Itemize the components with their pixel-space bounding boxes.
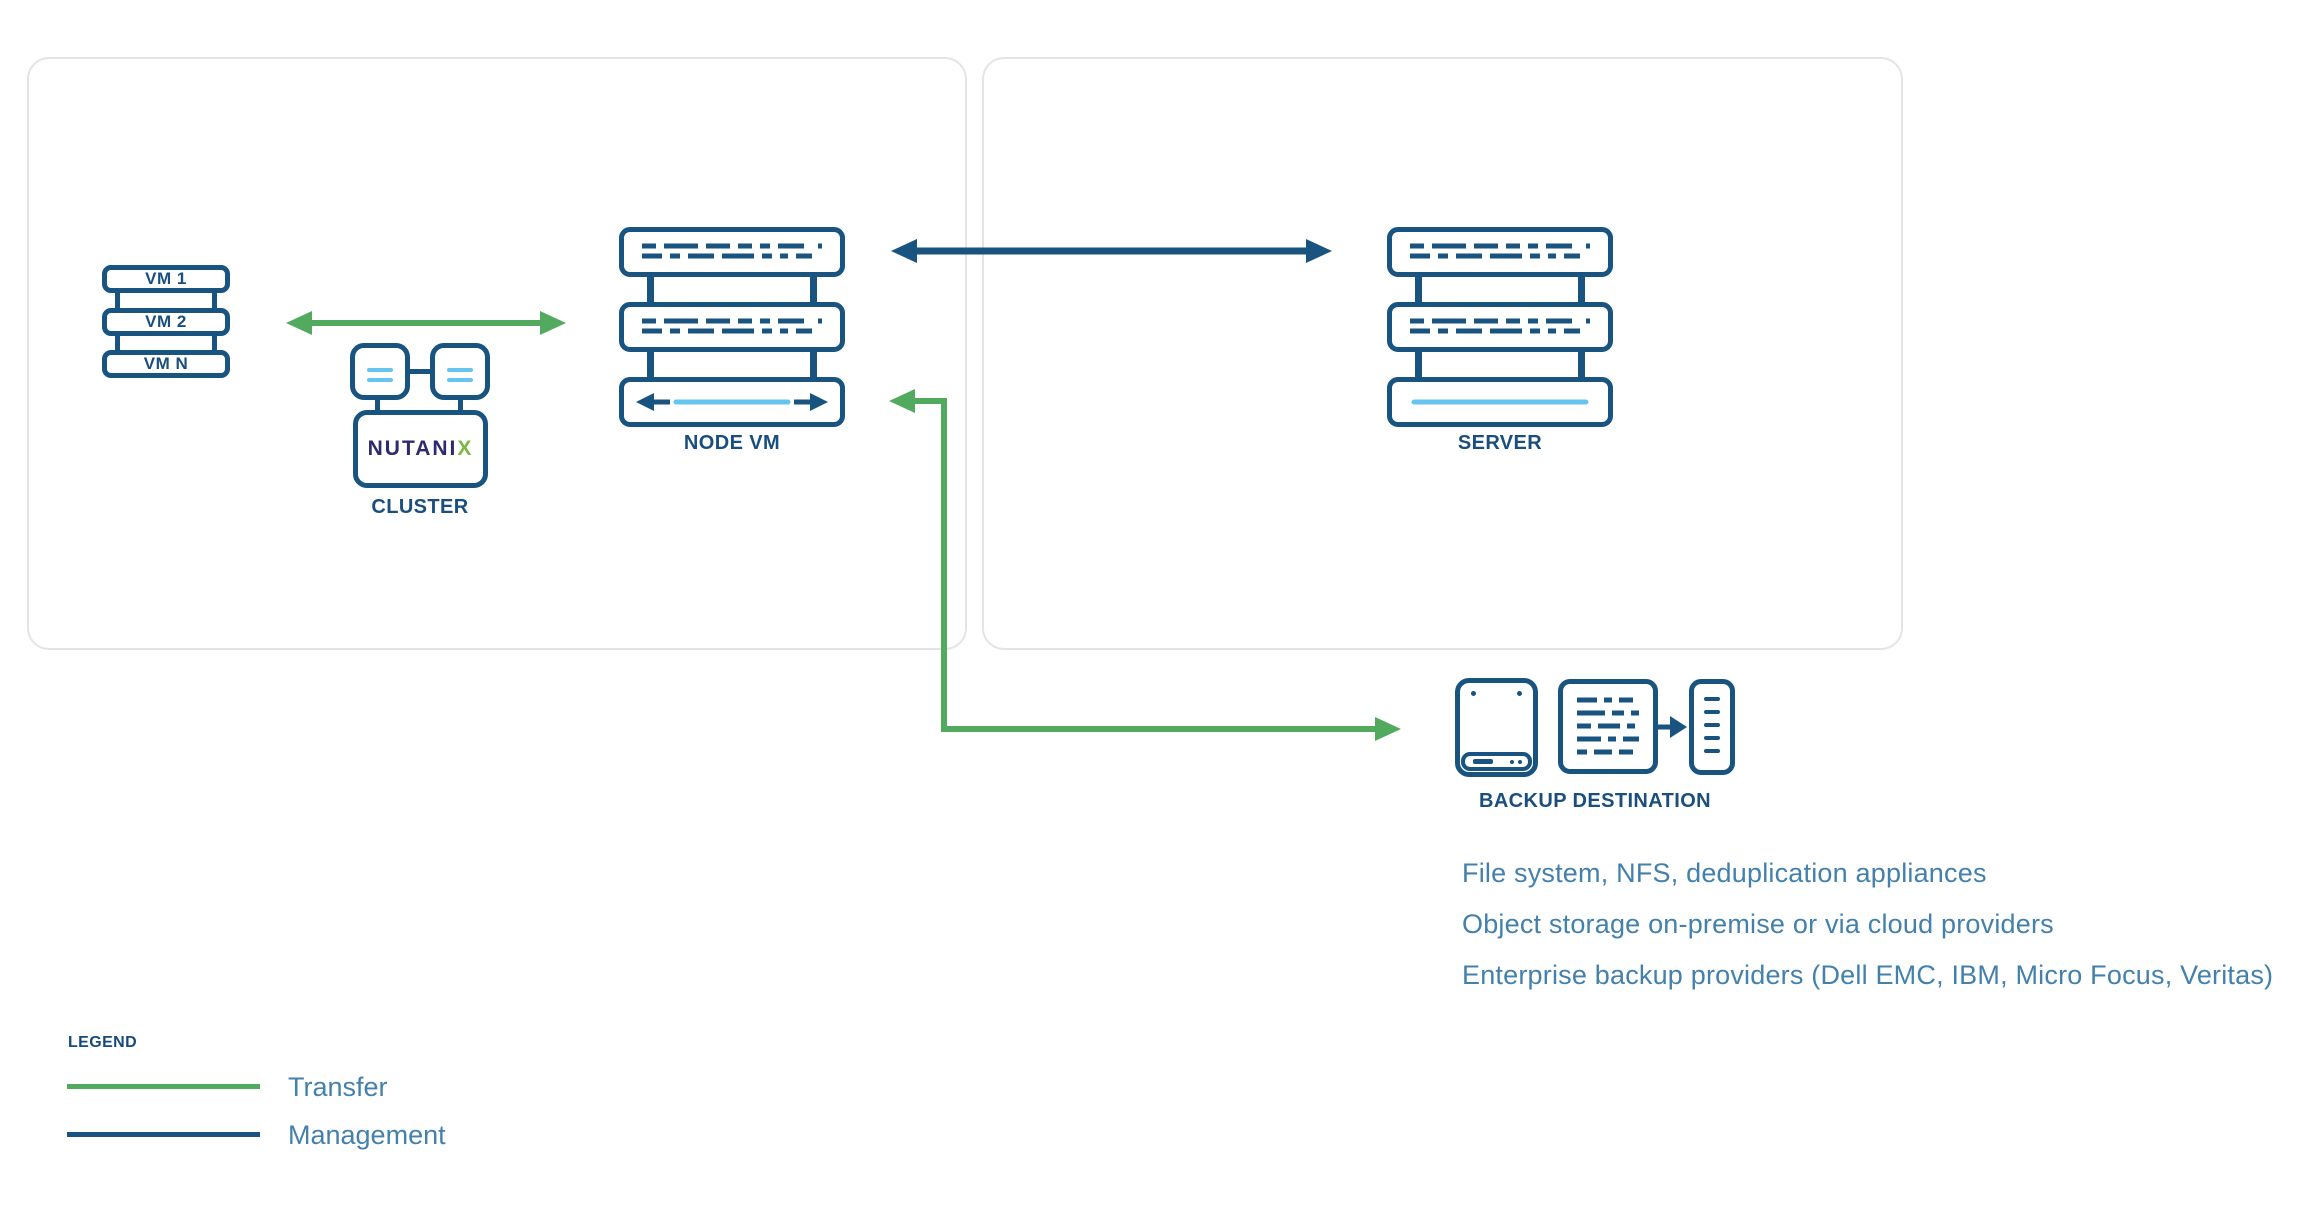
tape-dash <box>1704 710 1720 714</box>
rack-connector <box>647 348 654 377</box>
rack-connector <box>1415 273 1422 302</box>
tape-dash <box>1704 749 1720 753</box>
nutanix-cluster-icon: NUTANIX <box>350 343 490 503</box>
cluster-stub <box>458 397 463 413</box>
cluster-node-bar <box>367 378 393 382</box>
cluster-node-icon <box>430 343 490 400</box>
legend-management-line <box>67 1132 260 1137</box>
vm-stack-connector <box>212 289 217 313</box>
nutanix-logo-x: X <box>457 437 474 460</box>
cluster-label: CLUSTER <box>371 496 469 518</box>
vm-stack-connector <box>212 331 217 355</box>
rack-unit <box>1387 302 1613 352</box>
disk-dot <box>1517 691 1522 696</box>
legend-title: LEGEND <box>68 1034 138 1051</box>
rack-unit <box>619 302 845 352</box>
rack-connector <box>810 273 817 302</box>
backup-data-icon <box>1558 679 1658 774</box>
vm-stack-icon: VM 1 VM 2 VM N <box>102 265 230 378</box>
tape-dash <box>1704 736 1720 740</box>
disk-tray-dot <box>1518 760 1522 764</box>
cluster-node-link <box>408 369 432 374</box>
nutanix-logo-text: NUTANI <box>367 437 458 460</box>
server-icon <box>1387 227 1613 427</box>
rack-unit <box>1387 227 1613 277</box>
rack-unit-io <box>619 377 845 427</box>
disk-tray-dot <box>1510 760 1514 764</box>
backup-disk-icon <box>1455 678 1538 777</box>
legend-management-label: Management <box>288 1119 446 1150</box>
cluster-node-icon <box>350 343 410 400</box>
rack-unit-io <box>1387 377 1613 427</box>
rack-connector <box>647 273 654 302</box>
server-label: SERVER <box>1457 432 1543 454</box>
cluster-node-bar <box>447 368 473 372</box>
rack-unit <box>619 227 845 277</box>
vm-2-label: VM 2 <box>145 312 187 331</box>
rack-connector <box>1415 348 1422 377</box>
node-vm-label: NODE VM <box>683 432 781 454</box>
tape-dash <box>1704 697 1720 701</box>
rack-connector <box>810 348 817 377</box>
nutanix-logo: NUTANIX <box>368 437 474 461</box>
vm-n-label: VM N <box>143 354 189 373</box>
cluster-stub <box>375 397 380 413</box>
disk-dot <box>1471 691 1476 696</box>
disk-tray-dash <box>1473 759 1493 764</box>
vm-2-box: VM 2 <box>102 308 230 336</box>
legend-transfer-label: Transfer <box>288 1071 388 1102</box>
note-object-storage: Object storage on-premise or via cloud p… <box>1462 909 2054 939</box>
backup-arrow-icon <box>1656 716 1687 738</box>
legend-transfer-line <box>67 1084 260 1089</box>
tape-dash <box>1704 723 1720 727</box>
backup-destination-label: BACKUP DESTINATION <box>1478 790 1712 812</box>
vm-stack-connector <box>115 289 120 313</box>
vm-1-label: VM 1 <box>145 269 187 288</box>
nutanix-logo-box: NUTANIX <box>353 410 488 488</box>
backup-tape-icon <box>1689 679 1735 775</box>
node-vm-icon <box>619 227 845 427</box>
vm-stack-connector <box>115 331 120 355</box>
note-enterprise-backup: Enterprise backup providers (Dell EMC, I… <box>1462 960 2274 990</box>
note-file-system: File system, NFS, deduplication applianc… <box>1462 858 1987 888</box>
rack-connector <box>1578 348 1585 377</box>
cluster-node-bar <box>367 368 393 372</box>
vm-1-box: VM 1 <box>102 265 230 293</box>
vm-n-box: VM N <box>102 350 230 378</box>
cluster-node-bar <box>447 378 473 382</box>
disk-tray <box>1461 752 1532 771</box>
rack-connector <box>1578 273 1585 302</box>
